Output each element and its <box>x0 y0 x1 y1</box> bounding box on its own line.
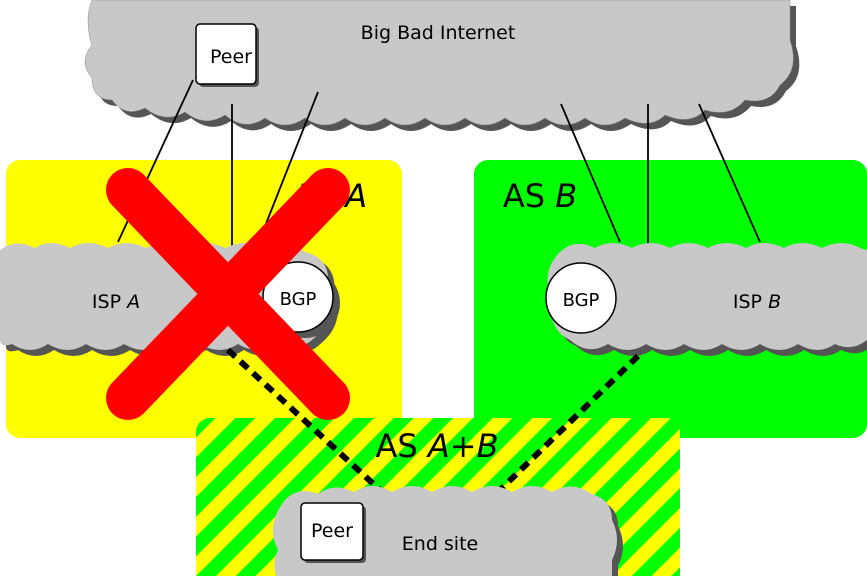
uplink-line <box>560 103 621 243</box>
isp-b-cloud <box>547 243 867 356</box>
failure-cross-icon <box>106 168 350 420</box>
bgp-router-b: BGP <box>545 262 617 334</box>
end-site-label: End site <box>402 533 478 555</box>
isp-a-label: ISP A <box>92 291 140 313</box>
bgp-b-label: BGP <box>563 290 600 311</box>
as-ab-label: AS A+B <box>375 427 498 465</box>
bgp-a-label: BGP <box>280 289 317 310</box>
end-peer-label: Peer <box>311 520 353 542</box>
customer-links <box>225 347 641 493</box>
internet-cloud <box>84 0 800 131</box>
isp-b-label: ISP B <box>733 291 781 313</box>
dashed-link-a <box>225 347 383 493</box>
uplink-line <box>257 91 319 245</box>
bgp-router-a: BGP <box>262 261 340 338</box>
dashed-link-b <box>497 353 641 493</box>
internet-label: Big Bad Internet <box>361 22 516 44</box>
end-peer-box: Peer <box>300 502 366 563</box>
top-peer-box: Peer <box>195 23 259 87</box>
uplink-line <box>698 103 761 243</box>
top-peer-label: Peer <box>210 46 252 68</box>
as-b-label: AS B <box>503 177 577 215</box>
